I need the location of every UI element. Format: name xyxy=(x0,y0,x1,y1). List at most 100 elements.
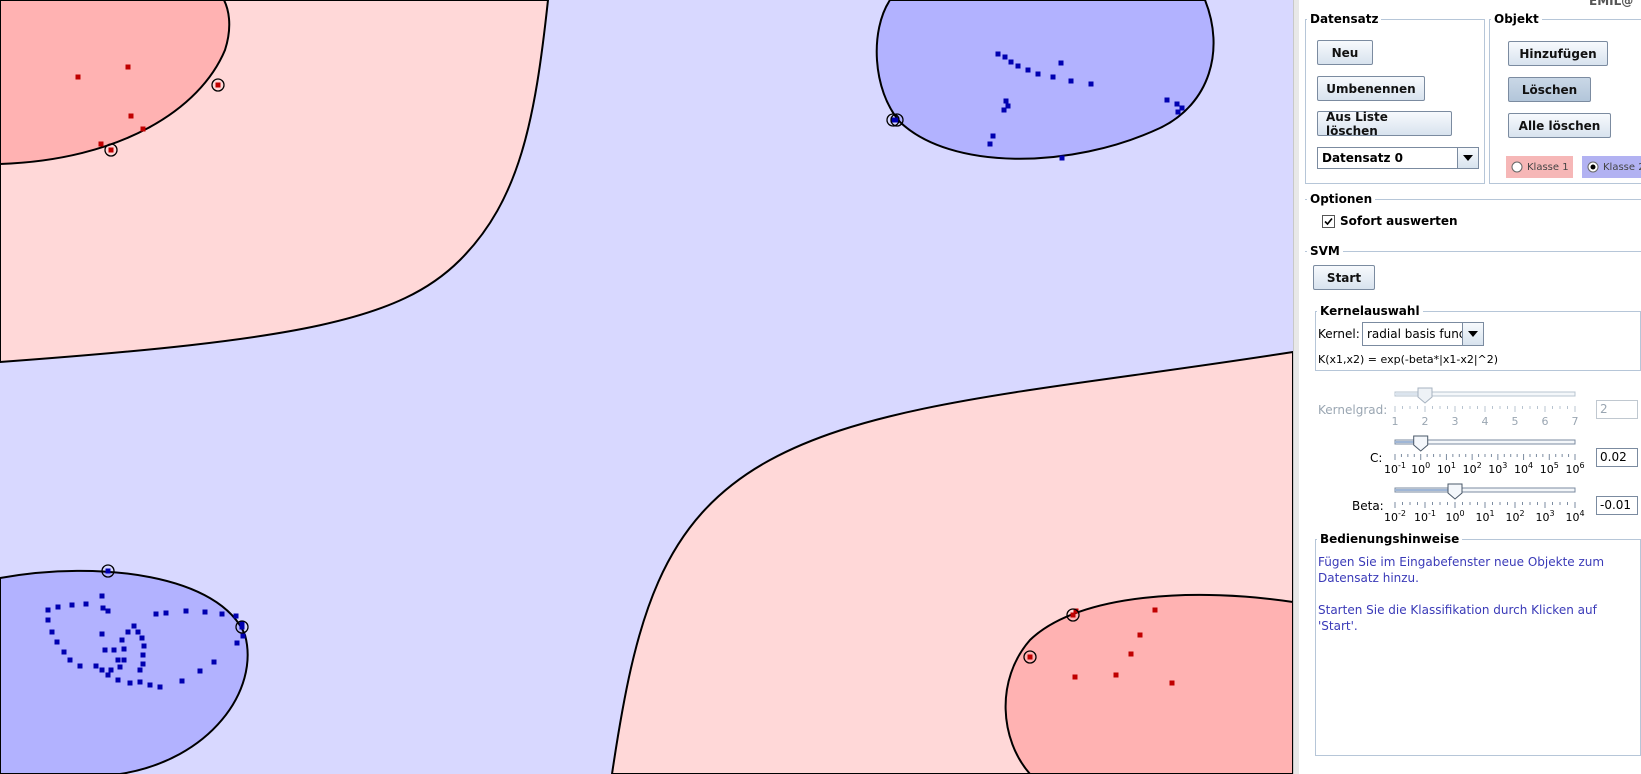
data-point[interactable] xyxy=(125,64,131,70)
data-point[interactable] xyxy=(49,629,55,635)
data-point[interactable] xyxy=(197,668,203,674)
data-point[interactable] xyxy=(1027,654,1033,660)
data-point[interactable] xyxy=(135,629,141,635)
data-point[interactable] xyxy=(1113,672,1119,678)
data-point[interactable] xyxy=(1025,67,1031,73)
delete-object-button[interactable]: Löschen xyxy=(1508,77,1591,102)
data-point[interactable] xyxy=(1179,105,1185,111)
data-point[interactable] xyxy=(1068,78,1074,84)
data-point[interactable] xyxy=(1002,54,1008,60)
slider-thumb[interactable] xyxy=(1417,387,1433,404)
support-vector-marker[interactable] xyxy=(890,113,904,127)
data-point[interactable] xyxy=(98,141,104,147)
data-point[interactable] xyxy=(115,657,121,663)
data-point[interactable] xyxy=(240,633,246,639)
data-point[interactable] xyxy=(219,611,225,617)
dataset-select[interactable]: Datensatz 0 xyxy=(1317,147,1479,169)
data-point[interactable] xyxy=(139,635,145,641)
data-point[interactable] xyxy=(69,602,75,608)
data-point[interactable] xyxy=(99,593,105,599)
rename-dataset-button[interactable]: Umbenennen xyxy=(1317,76,1425,101)
data-point[interactable] xyxy=(61,649,67,655)
data-point[interactable] xyxy=(1137,632,1143,638)
data-point[interactable] xyxy=(1128,651,1134,657)
data-point[interactable] xyxy=(990,133,996,139)
radio-checked-icon[interactable] xyxy=(1587,161,1599,173)
data-point[interactable] xyxy=(1059,155,1065,161)
class1-radio-box[interactable]: Klasse 1 xyxy=(1506,156,1573,178)
data-point[interactable] xyxy=(127,680,133,686)
data-point[interactable] xyxy=(125,629,131,635)
data-point[interactable] xyxy=(233,613,239,619)
data-point[interactable] xyxy=(55,604,61,610)
data-point[interactable] xyxy=(119,637,125,643)
data-point[interactable] xyxy=(1169,680,1175,686)
kernel-select[interactable]: radial basis func. xyxy=(1362,322,1484,346)
support-vector-marker[interactable] xyxy=(101,564,115,578)
data-point[interactable] xyxy=(239,624,245,630)
data-point[interactable] xyxy=(153,611,159,617)
data-point[interactable] xyxy=(140,652,146,658)
classification-plot[interactable] xyxy=(0,0,1293,774)
data-point[interactable] xyxy=(1070,612,1076,618)
split-divider[interactable] xyxy=(1293,0,1300,774)
data-point[interactable] xyxy=(1164,97,1170,103)
data-point[interactable] xyxy=(105,672,111,678)
support-vector-marker[interactable] xyxy=(104,143,118,157)
data-point[interactable] xyxy=(75,74,81,80)
data-point[interactable] xyxy=(157,684,163,690)
start-button[interactable]: Start xyxy=(1313,265,1375,290)
data-point[interactable] xyxy=(67,657,73,663)
data-point[interactable] xyxy=(1073,608,1079,614)
checkbox-checked-icon[interactable] xyxy=(1322,214,1335,228)
delete-all-objects-button[interactable]: Alle löschen xyxy=(1508,113,1611,138)
data-point[interactable] xyxy=(137,679,143,685)
data-point[interactable] xyxy=(147,682,153,688)
delete-from-list-button[interactable]: Aus Liste löschen xyxy=(1317,110,1452,138)
data-point[interactable] xyxy=(137,667,143,673)
data-point[interactable] xyxy=(117,664,123,670)
data-point[interactable] xyxy=(93,663,99,669)
auto-eval-checkbox[interactable]: Sofort auswerten xyxy=(1322,214,1458,228)
class2-radio-box[interactable]: Klasse 2 xyxy=(1582,156,1641,178)
kernelgrad-field[interactable]: 2 xyxy=(1596,400,1638,419)
support-vector-marker[interactable] xyxy=(886,113,900,127)
data-point[interactable] xyxy=(179,678,185,684)
support-vector-marker[interactable] xyxy=(1066,608,1080,622)
data-point[interactable] xyxy=(1001,107,1007,113)
data-point[interactable] xyxy=(141,643,147,649)
data-point[interactable] xyxy=(995,51,1001,57)
data-point[interactable] xyxy=(1058,60,1064,66)
chevron-down-icon[interactable] xyxy=(1457,148,1478,168)
data-point[interactable] xyxy=(234,640,240,646)
data-point[interactable] xyxy=(987,141,993,147)
data-point[interactable] xyxy=(239,621,245,627)
slider-thumb[interactable] xyxy=(1413,435,1429,452)
data-point[interactable] xyxy=(100,605,106,611)
radio-unchecked-icon[interactable] xyxy=(1511,161,1523,173)
data-point[interactable] xyxy=(183,608,189,614)
data-point[interactable] xyxy=(99,631,105,637)
chevron-down-icon[interactable] xyxy=(1462,323,1483,345)
data-point[interactable] xyxy=(105,608,111,614)
data-point[interactable] xyxy=(121,657,127,663)
c-field[interactable]: 0.02 xyxy=(1596,448,1638,467)
data-point[interactable] xyxy=(1152,607,1158,613)
data-point[interactable] xyxy=(1008,59,1014,65)
data-point[interactable] xyxy=(121,646,127,652)
support-vector-marker[interactable] xyxy=(211,78,225,92)
data-point[interactable] xyxy=(45,617,51,623)
data-point[interactable] xyxy=(163,610,169,616)
data-point[interactable] xyxy=(1015,63,1021,69)
data-point[interactable] xyxy=(99,667,105,673)
data-point[interactable] xyxy=(1003,98,1009,104)
data-point[interactable] xyxy=(1050,74,1056,80)
data-point[interactable] xyxy=(140,661,146,667)
new-dataset-button[interactable]: Neu xyxy=(1317,40,1373,65)
data-point[interactable] xyxy=(105,568,111,574)
support-vector-marker[interactable] xyxy=(235,620,249,634)
data-point[interactable] xyxy=(77,663,83,669)
